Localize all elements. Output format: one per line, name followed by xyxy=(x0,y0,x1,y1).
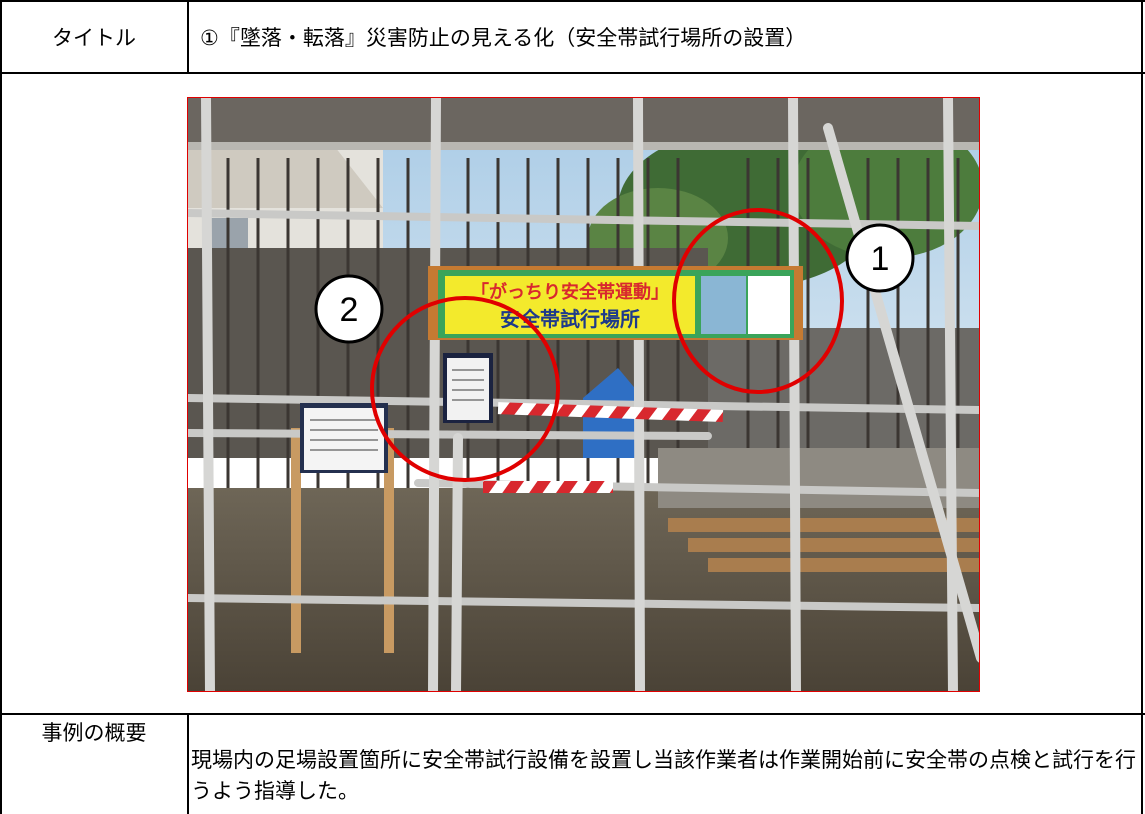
highlight-circle-2 xyxy=(370,296,560,482)
site-photo: 「がっちり安全帯運動」 安全帯試行場所 1 2 xyxy=(187,97,980,692)
callout-2-number: 2 xyxy=(340,291,359,329)
callout-1-number: 1 xyxy=(871,240,890,278)
table-right-border xyxy=(1141,0,1143,814)
highlight-circle-1 xyxy=(672,208,844,394)
summary-label: 事例の概要 xyxy=(41,721,147,745)
title-row-divider xyxy=(0,72,1145,74)
banner-line-2: 安全帯試行場所 xyxy=(500,307,640,331)
title-value: ①『墜落・転落』災害防止の見える化（安全帯試行場所の設置） xyxy=(200,25,807,50)
table-left-border xyxy=(0,0,2,814)
table-top-border xyxy=(0,0,1145,2)
banner-line-1: 「がっちり安全帯運動」 xyxy=(471,281,669,303)
callout-1-badge xyxy=(845,223,915,293)
summary-text: 現場内の足場設置箇所に安全帯試行設備を設置し当該作業者は作業開始前に安全帯の点検… xyxy=(191,748,1136,803)
callout-2-badge xyxy=(314,274,384,344)
photo-row-divider xyxy=(0,713,1145,715)
summary-column-divider xyxy=(187,714,189,814)
title-label: タイトル xyxy=(52,25,136,50)
title-column-divider xyxy=(187,0,189,73)
